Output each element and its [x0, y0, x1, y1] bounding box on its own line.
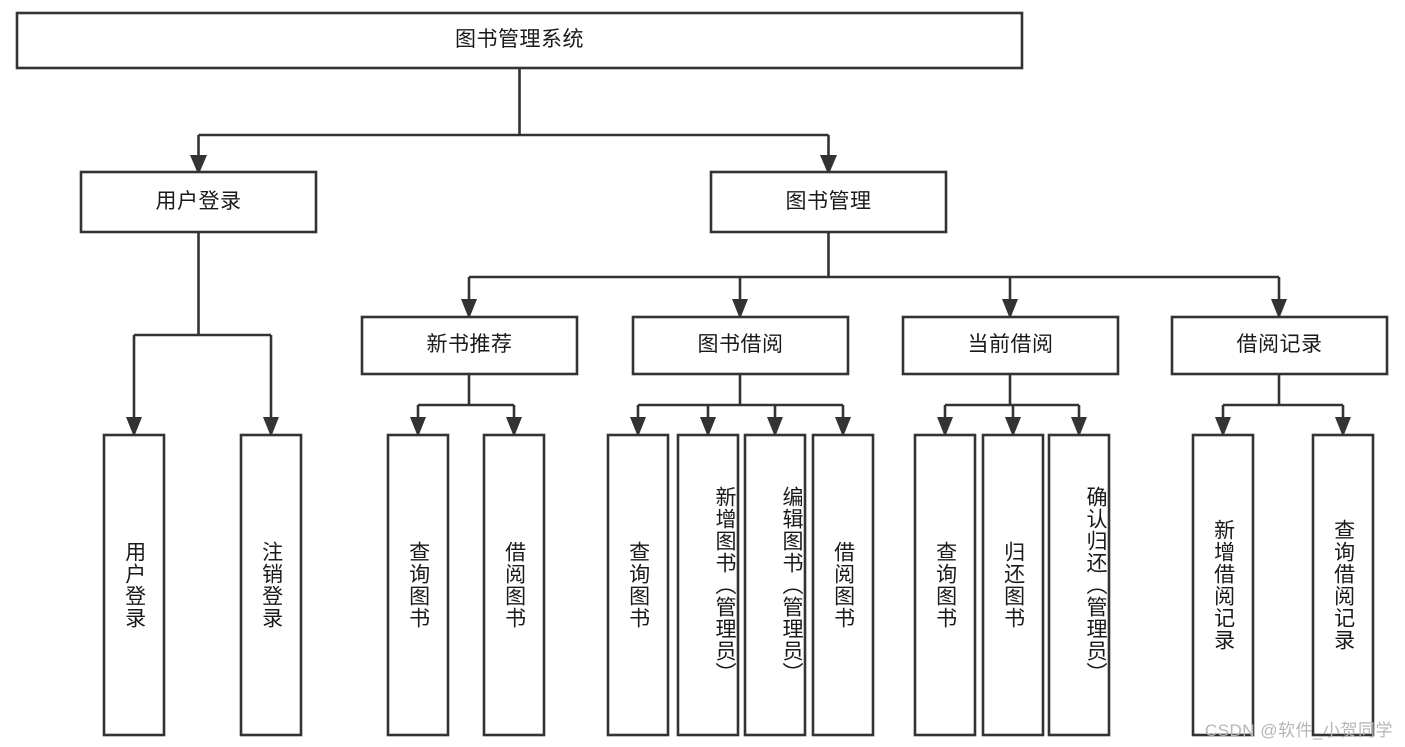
arrow-head-leaf-query-record	[1335, 417, 1351, 437]
arrow-head-book-borrow	[732, 299, 748, 319]
arrow-head-leaf-borrow-book-2	[835, 417, 851, 437]
node-box-leaf-borrow-book-2[interactable]	[811, 433, 875, 737]
node-box-new-book-recommend[interactable]	[360, 315, 579, 376]
arrow-head-new-book-recommend	[461, 299, 477, 319]
arrow-head-leaf-add-record	[1215, 417, 1231, 437]
node-box-leaf-query-book-1[interactable]	[386, 433, 450, 737]
arrow-head-leaf-confirm-return	[1071, 417, 1087, 437]
arrow-head-leaf-logout	[263, 417, 279, 437]
connector-group-current-borrow	[937, 374, 1087, 437]
arrow-head-book-management	[820, 155, 837, 175]
arrow-head-leaf-query-book-2	[630, 417, 646, 437]
arrow-head-leaf-user-login	[126, 417, 142, 437]
arrow-head-user-login	[190, 155, 207, 175]
node-box-leaf-confirm-return[interactable]	[1047, 433, 1111, 737]
node-box-borrow-record[interactable]	[1170, 315, 1389, 376]
node-box-leaf-add-record[interactable]	[1191, 433, 1255, 737]
node-box-current-borrow[interactable]	[901, 315, 1120, 376]
connector-group-root	[190, 68, 837, 175]
arrow-head-leaf-query-book-3	[937, 417, 953, 437]
node-box-root[interactable]	[15, 11, 1024, 70]
arrow-head-leaf-borrow-book-1	[506, 417, 522, 437]
connector-group-book-borrow	[630, 374, 851, 437]
node-box-leaf-return-book[interactable]	[981, 433, 1045, 737]
node-box-leaf-query-book-3[interactable]	[913, 433, 977, 737]
arrow-head-leaf-return-book	[1005, 417, 1021, 437]
node-box-leaf-user-login[interactable]	[102, 433, 166, 737]
connector-group-user-login	[126, 232, 279, 437]
node-box-book-borrow[interactable]	[631, 315, 850, 376]
arrow-head-leaf-edit-book	[767, 417, 783, 437]
connector-group-borrow-record	[1215, 374, 1351, 437]
node-box-leaf-borrow-book-1[interactable]	[482, 433, 546, 737]
connector-group-new-book-recommend	[410, 374, 522, 437]
connector-group-book-management	[461, 232, 1287, 319]
node-box-leaf-add-book[interactable]	[676, 433, 740, 737]
arrow-head-borrow-record	[1271, 299, 1287, 319]
node-box-leaf-query-book-2[interactable]	[606, 433, 670, 737]
node-box-leaf-logout[interactable]	[239, 433, 303, 737]
arrow-head-current-borrow	[1002, 299, 1018, 319]
node-box-book-management[interactable]	[709, 170, 948, 234]
node-box-leaf-query-record[interactable]	[1311, 433, 1375, 737]
node-box-leaf-edit-book[interactable]	[743, 433, 807, 737]
node-box-user-login[interactable]	[79, 170, 318, 234]
arrow-head-leaf-query-book-1	[410, 417, 426, 437]
arrow-head-leaf-add-book	[700, 417, 716, 437]
